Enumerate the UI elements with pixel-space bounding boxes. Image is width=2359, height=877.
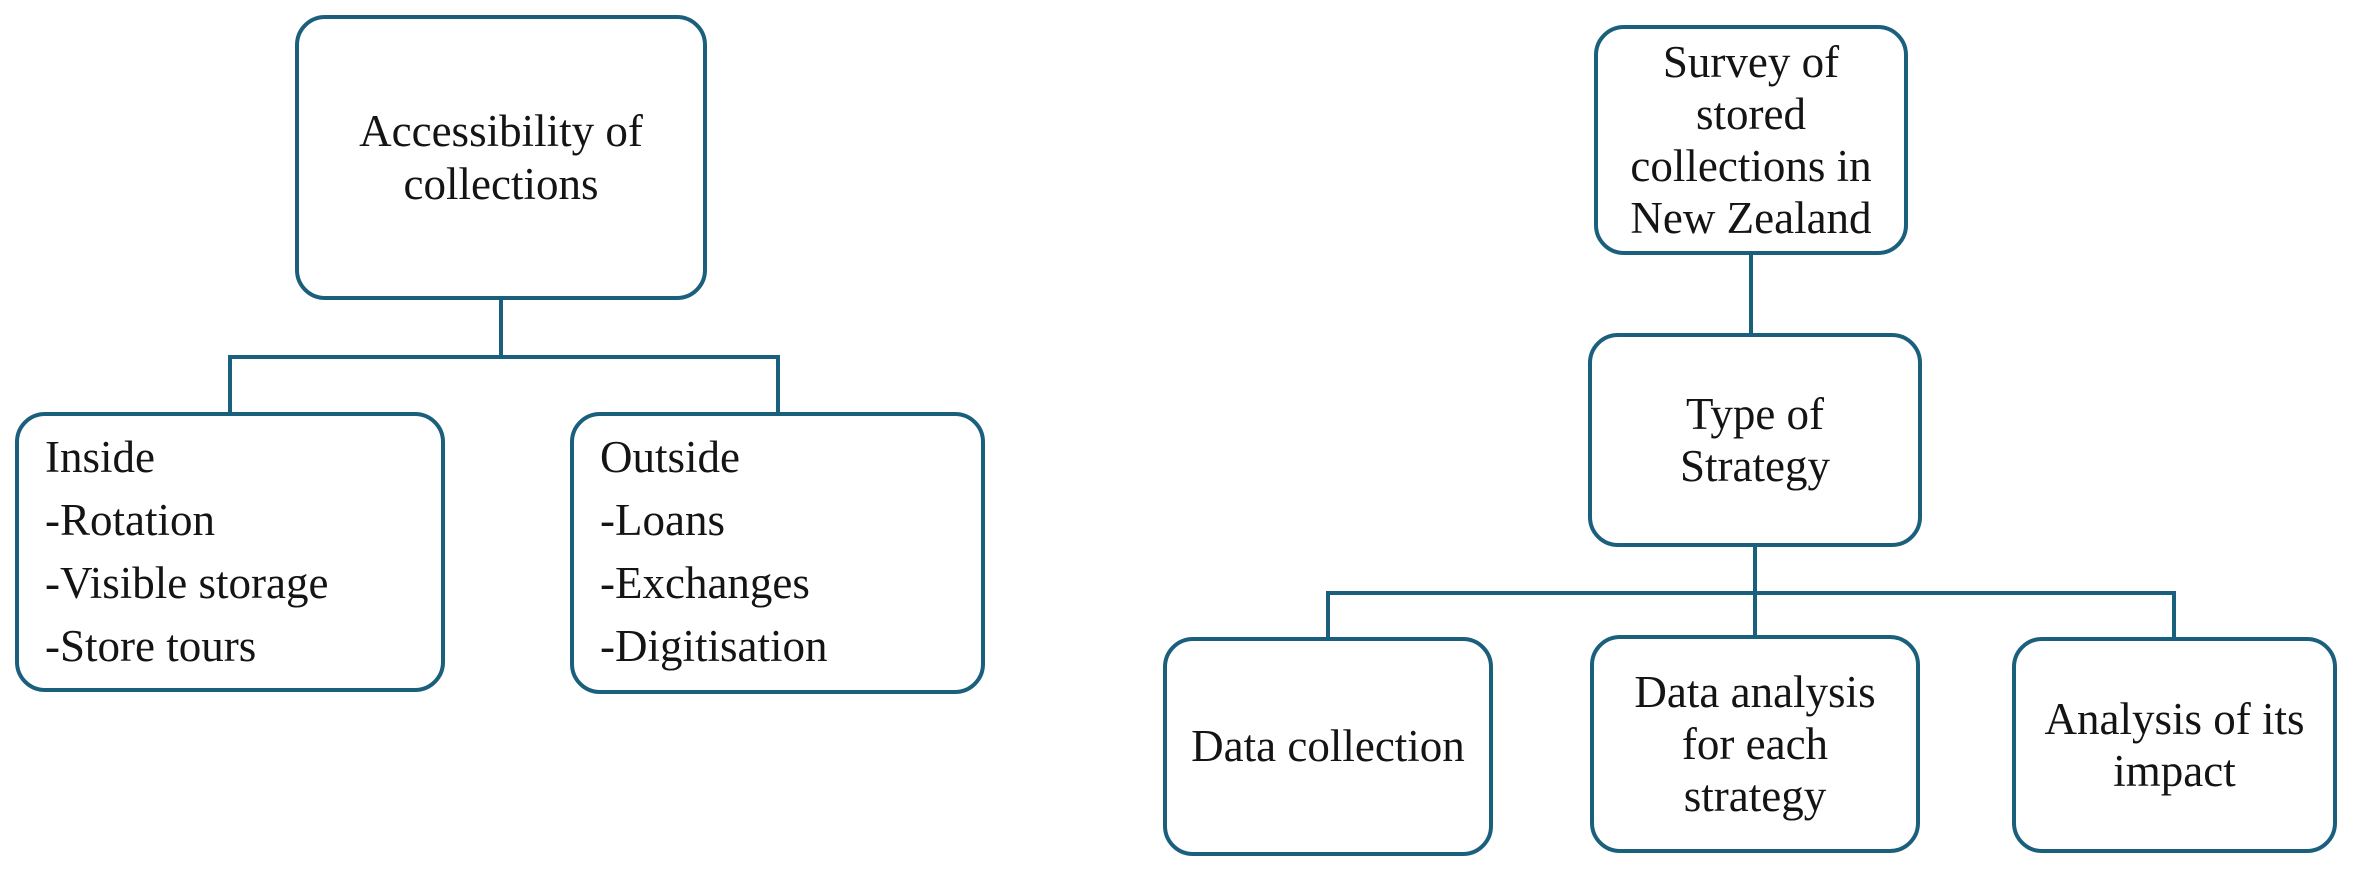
node-analysis-impact: Analysis of its impact (2012, 637, 2337, 853)
node-data-analysis: Data analysis for each strategy (1590, 635, 1920, 853)
connector-left-drop-inside (228, 355, 232, 415)
connector-right-drop-data-collection (1326, 591, 1330, 639)
connector-survey-to-strategy (1749, 253, 1753, 335)
node-inside: Inside -Rotation -Visible storage -Store… (15, 412, 445, 692)
node-outside-item: -Digitisation (600, 621, 828, 671)
node-outside-item: -Loans (600, 495, 725, 545)
connector-left-drop-outside (776, 355, 780, 415)
node-data-collection: Data collection (1163, 637, 1493, 856)
node-survey-stored-collections: Survey of stored collections in New Zeal… (1594, 25, 1908, 255)
connector-left-crossbar (228, 355, 780, 359)
node-inside-item: -Rotation (45, 495, 215, 545)
connector-right-drop-impact (2172, 591, 2176, 639)
connector-left-root-stem (499, 298, 503, 359)
node-outside: Outside -Loans -Exchanges -Digitisation (570, 412, 985, 694)
node-inside-item: -Store tours (45, 621, 257, 671)
connector-right-crossbar (1326, 591, 2176, 595)
node-outside-item: -Exchanges (600, 558, 810, 608)
node-outside-title: Outside (600, 432, 740, 482)
node-type-of-strategy: Type of Strategy (1588, 333, 1922, 547)
node-accessibility-of-collections: Accessibility of collections (295, 15, 707, 300)
node-inside-title: Inside (45, 432, 155, 482)
node-inside-item: -Visible storage (45, 558, 329, 608)
